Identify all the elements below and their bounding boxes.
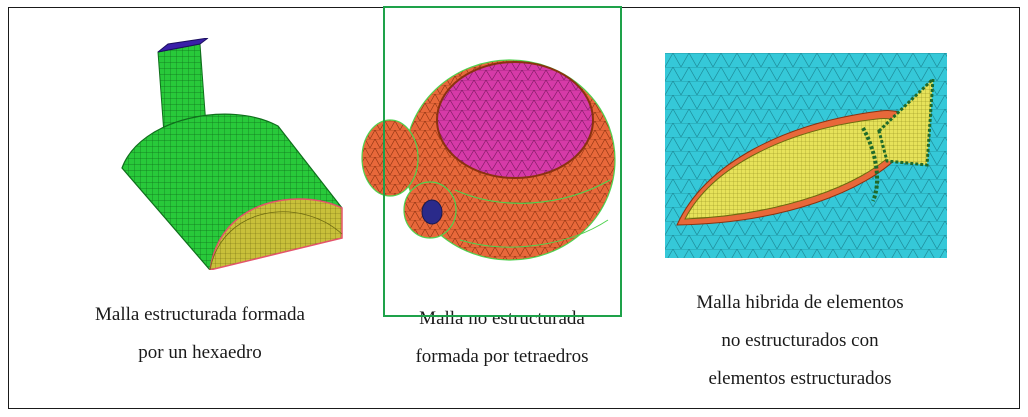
hybrid-caption: Malla hibrida de elementos no estructura… xyxy=(650,288,950,394)
hybrid-caption-line-1: Malla hibrida de elementos xyxy=(650,288,950,318)
hexa-caption: Malla estructurada formada por un hexaed… xyxy=(40,300,360,368)
tetra-caption-line-2: formada por tetraedros xyxy=(362,342,642,372)
hybrid-caption-line-3: elementos estructurados xyxy=(650,364,950,394)
hybrid-mesh-image xyxy=(665,53,947,258)
hexa-caption-line-2: por un hexaedro xyxy=(40,338,360,368)
hexa-caption-line-1: Malla estructurada formada xyxy=(40,300,360,330)
hybrid-caption-line-2: no estructurados con xyxy=(650,326,950,356)
hexa-mesh-image xyxy=(110,38,350,270)
highlight-box xyxy=(383,6,622,317)
